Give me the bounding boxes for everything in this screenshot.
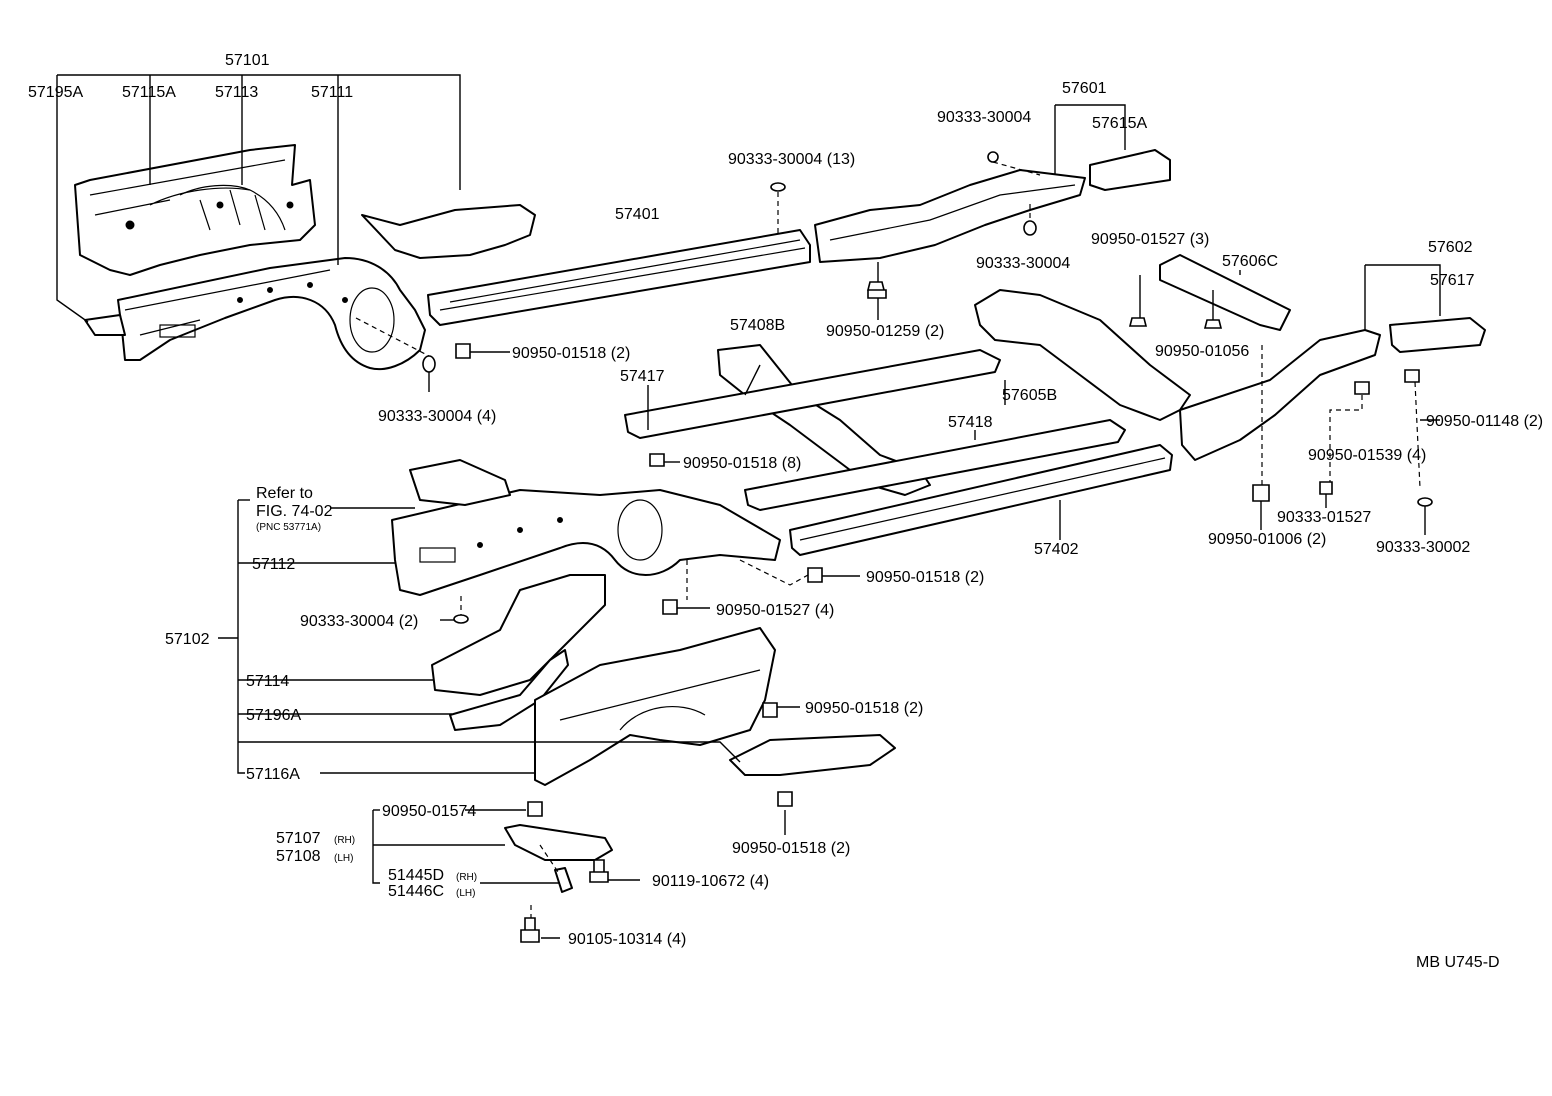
part-57606C <box>1159 254 1291 331</box>
part-57602-rear-member <box>1179 329 1381 461</box>
part-refer-fig-74-02-bracket <box>409 459 511 506</box>
label-57101: 57101 <box>225 52 270 69</box>
part-57112-side-member <box>391 489 781 596</box>
label-57401: 57401 <box>615 206 660 223</box>
part-57417-floor-member <box>624 349 1001 439</box>
label-57107: 57107 <box>276 830 321 847</box>
label-90950-01527-3: 90950-01527 (3) <box>1091 231 1209 248</box>
label-51445D: 51445D <box>388 867 444 884</box>
label-90950-01056: 90950-01056 <box>1155 343 1249 360</box>
part-57601-rear-member <box>814 169 1086 263</box>
part-57617 <box>1389 317 1486 353</box>
label-90950-01518-2-a: 90950-01518 (2) <box>512 345 630 362</box>
part-57114-apron <box>431 574 606 696</box>
label-90950-01259-2: 90950-01259 (2) <box>826 323 944 340</box>
part-57605B-center-member <box>974 289 1191 421</box>
label-57112: 57112 <box>252 556 295 573</box>
label-57113: 57113 <box>215 84 258 101</box>
label-90950-01518-2-d: 90950-01518 (2) <box>732 840 850 857</box>
label-fig-74-02: FIG. 74-02 <box>256 503 333 520</box>
part-51445D-bracket <box>554 867 573 893</box>
label-90950-01148-2: 90950-01148 (2) <box>1426 413 1543 430</box>
label-90333-30004-4: 90333-30004 (4) <box>378 408 496 425</box>
label-57606C: 57606C <box>1222 253 1278 270</box>
part-57402-rocker <box>789 444 1173 556</box>
label-pnc-53771A: (PNC 53771A) <box>256 522 321 533</box>
label-90333-30004-13: 90333-30004 (13) <box>728 151 855 168</box>
part-57196A <box>449 649 569 731</box>
label-51446C: 51446C <box>388 883 444 900</box>
fasteners <box>422 151 1433 943</box>
part-57107-bracket <box>504 824 613 861</box>
part-57401-rocker <box>427 229 811 326</box>
label-90333-30004-top: 90333-30004 <box>937 109 1031 126</box>
label-57108-lh: (LH) <box>334 853 353 864</box>
part-57116A-fender-apron <box>534 627 776 786</box>
label-90333-01527: 90333-01527 <box>1277 509 1371 526</box>
part-57111-side-member <box>117 257 426 370</box>
diagram-id: MB U745-D <box>1416 954 1500 971</box>
label-51445D-rh: (RH) <box>456 872 477 883</box>
label-90950-01518-2-b: 90950-01518 (2) <box>866 569 984 586</box>
leader-lines <box>56 74 1441 939</box>
label-57402: 57402 <box>1034 541 1079 558</box>
labels: 57101 57195A 57115A 57113 57111 57601 90… <box>28 52 1543 971</box>
part-57115A-apron <box>74 144 316 276</box>
label-90333-30002: 90333-30002 <box>1376 539 1470 556</box>
label-57418: 57418 <box>948 414 993 431</box>
part-57101-bracket <box>361 204 536 259</box>
label-57417: 57417 <box>620 368 665 385</box>
label-90119-10672-4: 90119-10672 (4) <box>652 873 769 890</box>
part-57615A <box>1089 149 1171 191</box>
label-57108: 57108 <box>276 848 321 865</box>
label-57114: 57114 <box>246 673 289 690</box>
label-57107-rh: (RH) <box>334 835 355 846</box>
label-90950-01527-4: 90950-01527 (4) <box>716 602 834 619</box>
label-57116A: 57116A <box>246 766 300 783</box>
label-90950-01518-2-c: 90950-01518 (2) <box>805 700 923 717</box>
label-90105-10314-4: 90105-10314 (4) <box>568 931 686 948</box>
label-57102: 57102 <box>165 631 210 648</box>
label-57617: 57617 <box>1430 272 1475 289</box>
label-51446C-lh: (LH) <box>456 888 475 899</box>
label-57601: 57601 <box>1062 80 1107 97</box>
label-57196A: 57196A <box>246 707 301 724</box>
label-90950-01574: 90950-01574 <box>382 803 476 820</box>
label-57602: 57602 <box>1428 239 1473 256</box>
label-57605B: 57605B <box>1002 387 1057 404</box>
label-refer-to: Refer to <box>256 485 313 502</box>
part-57418-floor-member <box>744 419 1126 511</box>
label-57115A: 57115A <box>122 84 176 101</box>
label-90333-30004-2: 90333-30004 (2) <box>300 613 418 630</box>
part-drawings <box>74 144 1486 943</box>
part-57116A-bracket <box>729 734 896 776</box>
label-90950-01006-2: 90950-01006 (2) <box>1208 531 1326 548</box>
label-57615A: 57615A <box>1092 115 1147 132</box>
label-90950-01539-4: 90950-01539 (4) <box>1308 447 1426 464</box>
label-57408B: 57408B <box>730 317 785 334</box>
label-90950-01518-8: 90950-01518 (8) <box>683 455 801 472</box>
part-57195A-bracket <box>84 314 126 336</box>
label-90333-30004-mid: 90333-30004 <box>976 255 1070 272</box>
label-57195A: 57195A <box>28 84 83 101</box>
label-57111: 57111 <box>311 84 353 101</box>
